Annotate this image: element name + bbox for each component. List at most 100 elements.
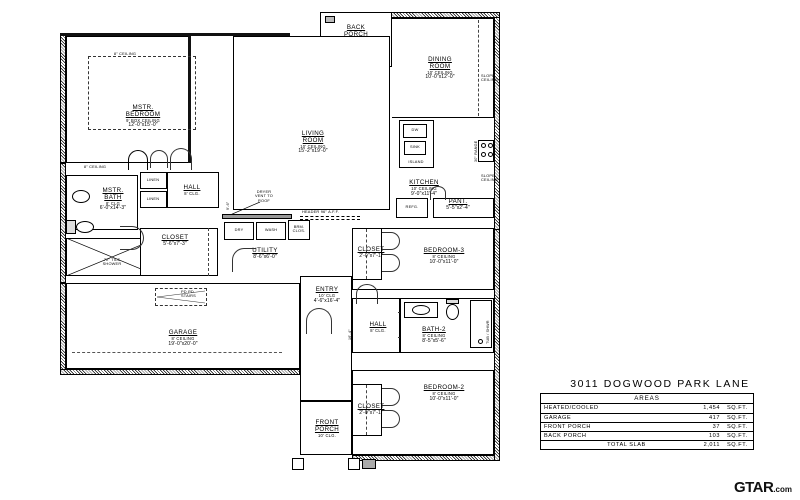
label-closet-bedroom-3: CLOSET 2'-0"x7'-1" — [346, 246, 396, 260]
back-porch-name: BACK — [346, 24, 366, 31]
label-hall-2: HALL 8' CLG. — [355, 321, 401, 334]
area-label: GARAGE — [541, 413, 689, 423]
range-burner-3 — [481, 152, 486, 157]
area-unit: SQ.FT. — [723, 413, 753, 423]
garage-door-opening — [72, 352, 282, 353]
entry-name: ENTRY — [315, 286, 339, 293]
label-front-porch: FRONT PORCH 10' CLG. — [301, 419, 353, 438]
label-kitchen: KITCHEN 10' CEILING 9'-0"x11'-4" — [384, 179, 464, 197]
master-bath-dims: 6'-0"x14'-3" — [99, 205, 127, 212]
bath-2-name: BATH-2 — [422, 326, 446, 333]
door-hall-2-bedroom-3 — [356, 284, 378, 304]
dryer-vent-leader-line — [230, 202, 261, 216]
pantry-name: PANT. — [448, 198, 468, 205]
entry-ceiling: 10' CLG — [318, 292, 336, 298]
note-header-aff: HEADER 96" A.F.F. — [302, 209, 339, 214]
wall-master-right — [188, 36, 191, 163]
broom-closet — [288, 220, 310, 240]
laundry-washer — [256, 222, 286, 240]
bath-2-ceiling: 8' CEILING — [422, 332, 446, 338]
label-dishwasher: DW — [411, 127, 419, 132]
watermark-domain: .com — [773, 485, 792, 494]
master-closet-shelf — [208, 228, 209, 276]
note-range-30: 30" RANGE — [474, 140, 478, 162]
door-entry-front — [306, 308, 332, 334]
garage-pulldown-stairs — [155, 288, 207, 306]
label-sink: SINK — [410, 144, 420, 149]
door-master-hall — [170, 148, 192, 170]
broom-closet-line2: CLOS. — [292, 228, 306, 234]
room-living — [233, 36, 390, 210]
label-closet-bedroom-2: CLOSET 2'-0"x7'-1" — [346, 403, 396, 417]
door-closet-bedroom-2-b — [382, 410, 400, 428]
room-hall-2 — [352, 298, 400, 353]
master-bath-sink — [72, 190, 90, 203]
area-value: 417 — [689, 413, 723, 423]
bedroom-2-closet-dims: 2'-0"x7'-1" — [359, 409, 383, 416]
exterior-wall-left-lower — [60, 163, 66, 283]
master-bedroom-dims: 12'-0"x15'-0" — [128, 122, 158, 129]
door-closet-bedroom-3-b — [382, 254, 400, 272]
note-tub-shower: TUB / SHWR — [486, 320, 490, 344]
closet-bedroom-2 — [352, 384, 382, 436]
utility-name: UTILITY — [252, 247, 278, 254]
dining-room-dims: 10'-0"x12'-0" — [425, 74, 455, 81]
exterior-wall-right — [494, 228, 500, 461]
bedroom-3-name: BEDROOM-3 — [423, 247, 465, 254]
tiled-shower-line1: 72" TILE — [103, 257, 121, 262]
bedroom-3-closet-name: CLOSET — [357, 246, 385, 253]
living-room-ceiling: 10' CEILING — [300, 143, 326, 149]
label-island: ISLAND — [408, 159, 424, 164]
label-living-room: LIVING ROOM 10' CEILING 15'-2"x19'-0" — [268, 130, 358, 155]
hall-master-ceiling: 8' CLG. — [184, 190, 200, 196]
broom-closet-line1: BRM. — [293, 224, 305, 229]
back-porch-name2: PORCH — [343, 30, 369, 38]
living-room-name: LIVING — [301, 130, 325, 137]
title-block: 3011 DOGWOOD PARK LANE AREAS HEATED/COOL… — [540, 378, 780, 451]
door-master-bath — [128, 150, 148, 170]
exterior-wall-right-upper — [494, 12, 500, 230]
master-bedroom-box-ceiling-outline — [88, 56, 196, 130]
pantry-dims: 5'-5"x2'-4" — [446, 204, 470, 211]
pulldown-line2: STAIRS — [181, 293, 196, 299]
room-garage — [66, 283, 300, 369]
area-value: 1,454 — [689, 403, 723, 414]
label-refrigerator: REFG. — [405, 204, 419, 209]
master-bath-ceiling: 8' CLG — [105, 200, 121, 206]
watermark-brand: GTAR — [733, 479, 774, 496]
slope-dining-line2: CEILING — [481, 77, 498, 83]
master-bath-name2: BATH — [104, 193, 122, 201]
areas-table-header: AREAS — [541, 394, 753, 405]
door-master-closet-entry — [120, 226, 144, 250]
header-beam-line — [300, 216, 360, 220]
area-value: 2,011 — [703, 442, 720, 449]
room-hall-master — [167, 172, 219, 208]
label-utility: UTILITY 8'-6"x6'-0" — [235, 247, 295, 261]
area-label: TOTAL SLAB — [607, 442, 646, 449]
note-slope-ceiling-kitchen: SLOPE CEILING — [481, 173, 498, 183]
dryer-vent-line3: ROOF — [257, 197, 271, 203]
master-bath-name: MSTR. — [102, 187, 124, 194]
dining-room-name2: ROOM — [429, 62, 451, 70]
label-linen-1: LINEN — [146, 177, 160, 182]
master-bedroom-name2: BEDROOM — [125, 110, 161, 118]
label-master-bath: MSTR. BATH 8' CLG 6'-0"x14'-3" — [80, 187, 146, 212]
bath-2-tub — [470, 300, 492, 348]
area-label: HEATED/COOLED — [541, 403, 689, 414]
dryer-vent-line1: DRYER — [256, 189, 272, 194]
closet-bedroom-3-shelf — [366, 229, 367, 279]
door-utility — [232, 248, 256, 272]
dim-utility-vertical: 9'-6" — [226, 201, 230, 210]
room-dining — [392, 18, 494, 118]
kitchen-dims: 9'-0"x11'-4" — [410, 190, 438, 197]
front-porch-name: FRONT — [315, 419, 339, 426]
label-master-closet: CLOSET 5'-6"x7'-3" — [145, 234, 205, 248]
bedroom-2-dims: 10'-0"x11'-0" — [429, 395, 459, 402]
area-unit: SQ.FT. — [723, 422, 753, 432]
laundry-dryer — [224, 222, 254, 240]
front-porch-column-left — [292, 458, 304, 470]
label-bedroom-3: BEDROOM-3 8' CEILING 10'-0"x11'-0" — [399, 247, 489, 265]
pulldown-stairs-arrow — [156, 290, 206, 304]
